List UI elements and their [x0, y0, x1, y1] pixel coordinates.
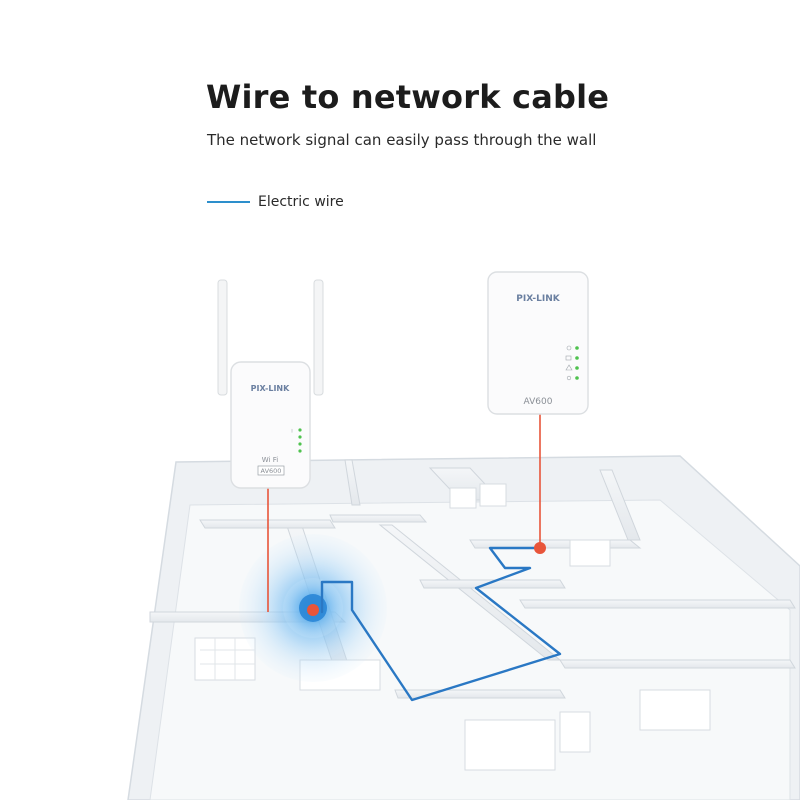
network-icon [565, 355, 572, 361]
electric-wire [320, 546, 562, 702]
left-device-wifi-label: Wi Fi [262, 456, 278, 464]
floor-plan [127, 455, 800, 800]
right-device-brand-logo: PIX-LINK [516, 294, 561, 304]
right-powerline-adapter: PIX-LINK AV600 [487, 271, 589, 415]
connector-dot-icon [534, 542, 546, 554]
legend: Electric wire [207, 192, 344, 212]
legend-line-swatch [207, 201, 250, 203]
right-device-model: AV600 [524, 397, 553, 407]
svg-text:◊: ◊ [291, 428, 293, 433]
left-powerline-adapter: PIX-LINK ◊ Wi Fi AV600 [217, 279, 324, 489]
left-device-brand-logo: PIX-LINK [251, 384, 290, 393]
power-icon [566, 345, 572, 351]
page-title: Wire to network cable [206, 78, 610, 116]
led-indicators [565, 345, 579, 381]
page-subtitle: The network signal can easily pass throu… [207, 131, 597, 149]
led-indicators: ◊ [291, 428, 302, 453]
connector-dot-icon [307, 604, 319, 616]
left-device-model: AV600 [261, 467, 282, 475]
legend-label: Electric wire [258, 194, 344, 210]
